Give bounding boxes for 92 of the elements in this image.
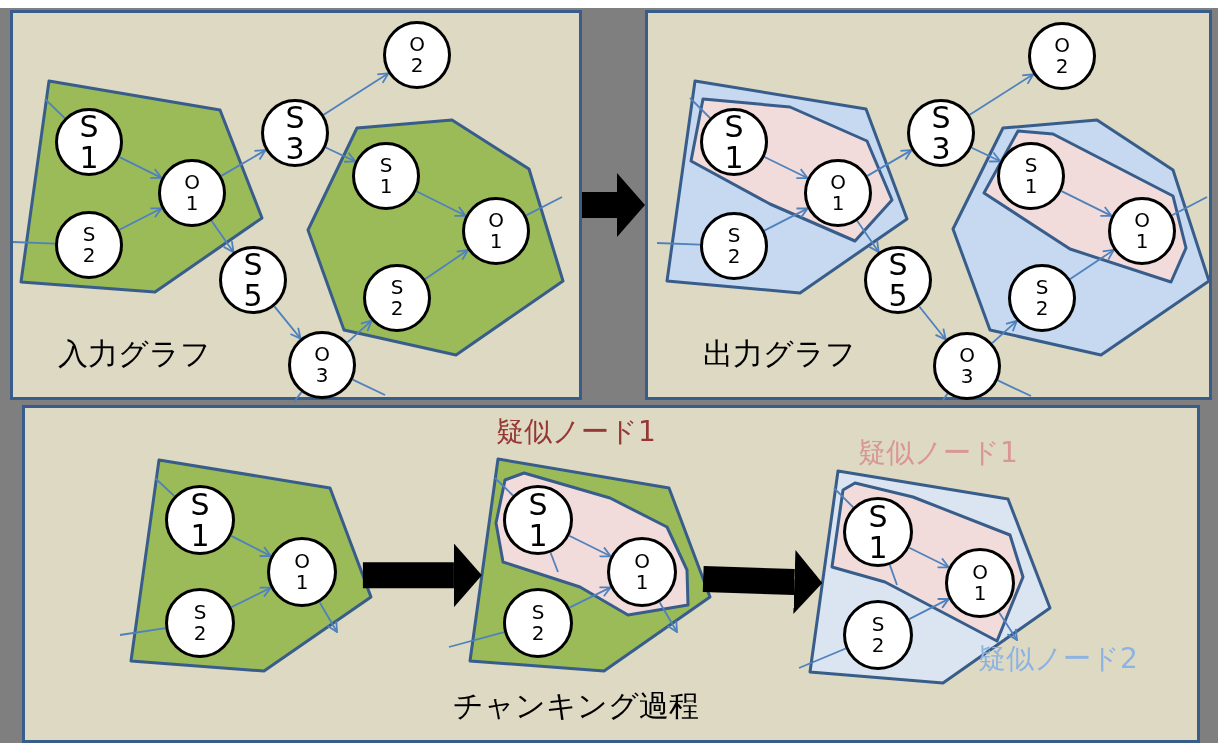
node-label: O 2 [409,34,425,76]
node-label: S 1 [528,488,548,552]
node-label: S 1 [1024,155,1038,197]
node-label: S 2 [1035,277,1049,319]
arrow [230,535,272,557]
connector-line [798,647,847,669]
arrow [856,220,880,253]
arrow [866,149,913,177]
connector-line [12,241,56,245]
node-label: S 1 [379,155,393,197]
connector-line [293,391,303,403]
connector-line [44,98,66,120]
node-label: O 1 [634,551,650,593]
node-label: S 5 [243,248,263,312]
node-circle [933,332,1001,400]
node-label: S 2 [727,225,741,267]
connector-line [351,378,386,396]
node-label: O 3 [314,344,330,386]
arrow [424,249,469,280]
connector-line [656,242,701,246]
node-label: S 2 [82,224,96,266]
arrow [273,305,302,340]
block-arrow [702,550,823,615]
arrow [998,611,1018,641]
panel-label: チャンキング過程 [453,688,699,724]
node-label: O 1 [972,562,988,604]
node-label: O 1 [294,551,310,593]
cluster-label: 疑似ノード1 [858,436,1018,470]
node-label: S 1 [868,500,888,564]
arrow [118,207,163,231]
connector-line [525,196,563,217]
panel [10,10,582,400]
connector-line [942,392,949,401]
node-label: S 2 [193,602,207,644]
node-label: O 3 [959,345,975,387]
arrow [763,207,809,232]
node-label: S 2 [390,277,404,319]
node-label: S 3 [285,101,305,165]
node-circle [864,246,932,314]
node-circle [288,331,356,399]
panel-label: 出力グラフ [703,336,856,372]
arrow [415,190,467,217]
connector-line [1171,196,1208,217]
arrow [568,534,612,558]
arrow [118,156,163,179]
node-label: S 2 [871,614,885,656]
arrow [908,598,950,620]
connector-line [154,477,176,497]
cluster-label: 疑似ノード2 [978,642,1138,676]
block-arrow [362,543,482,608]
connector-line [833,487,855,509]
node-label: S 3 [931,101,951,165]
arrow [970,146,1002,163]
arrow [324,146,357,163]
node-label: O 1 [1134,210,1150,252]
block-arrow [582,173,645,237]
arrow [230,586,272,609]
arrow [918,305,947,341]
arrow [658,601,678,633]
arrow [318,601,338,633]
node-label: S 1 [79,110,99,174]
node-label: S 2 [531,602,545,644]
connector-line [549,551,559,573]
node-label: S 1 [190,488,210,552]
arrow [991,319,1018,345]
connector-line [996,379,1032,397]
arrow [908,546,950,569]
arrow [1060,190,1113,217]
panel [645,10,1212,400]
arrow [210,219,235,254]
arrow [220,149,267,177]
arrow [763,156,809,179]
connector-line [119,627,167,636]
node-label: S 5 [888,248,908,312]
node-label: S 1 [724,110,744,174]
connector-line [888,564,898,586]
arrow [322,72,390,116]
node-label: O 2 [1054,35,1070,77]
connector-line [448,631,506,648]
node-label: O 1 [488,210,504,252]
arrow [968,73,1035,116]
arrow [346,319,373,344]
arrow [568,586,612,609]
connector-line [494,477,514,497]
panel [22,405,1200,743]
panel-label: 入力グラフ [58,336,211,372]
node-circle [219,246,287,314]
arrow [1069,249,1115,280]
node-label: O 1 [184,172,200,214]
node-label: O 1 [830,172,846,214]
connector-line [689,97,711,119]
cluster-label: 疑似ノード1 [496,415,656,449]
